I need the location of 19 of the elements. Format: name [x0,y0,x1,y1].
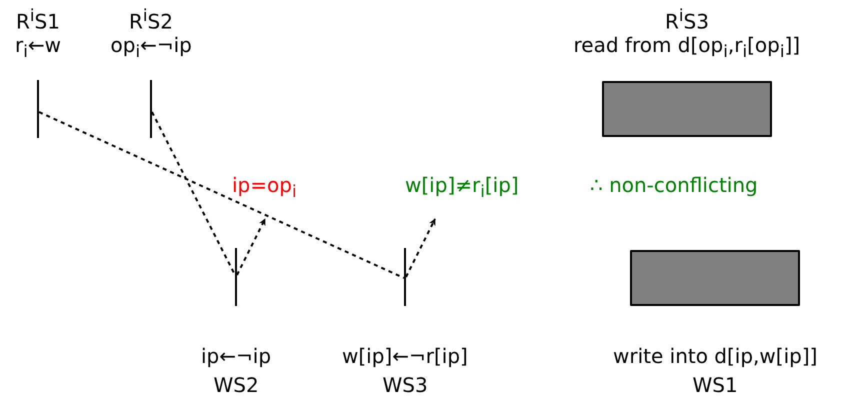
event-label: w[ip]←¬r[ip] [342,343,468,369]
event-label: WS1 [692,372,738,398]
conclusion-text: ∴ non-conflicting [590,172,758,198]
dashed-arrow [236,218,266,276]
condition-text: ip=op$_{i}$ [232,172,297,203]
dashed-line [38,111,404,279]
dashed-line [151,112,236,276]
event-label: write into d[ip,w[ip]] [613,343,818,369]
condition-text: w[ip]≠r$_{i}$[ip] [405,172,519,203]
event-label: R$^{i}$S3 [665,5,709,35]
event-label: R$^{i}$S1 [16,5,60,35]
event-label: op$_{i}$←¬ip [110,32,192,63]
event-label: read from d[op$_{i}$,r$_{i}$[op$_{i}$]] [574,32,800,63]
event-label: R$^{i}$S2 [129,5,173,35]
event-label: ip←¬ip [201,343,272,369]
event-label: WS3 [382,372,428,398]
event-label: WS2 [214,372,259,398]
dashed-arrow [405,218,436,278]
event-label: r$_{i}$←w [15,32,61,63]
